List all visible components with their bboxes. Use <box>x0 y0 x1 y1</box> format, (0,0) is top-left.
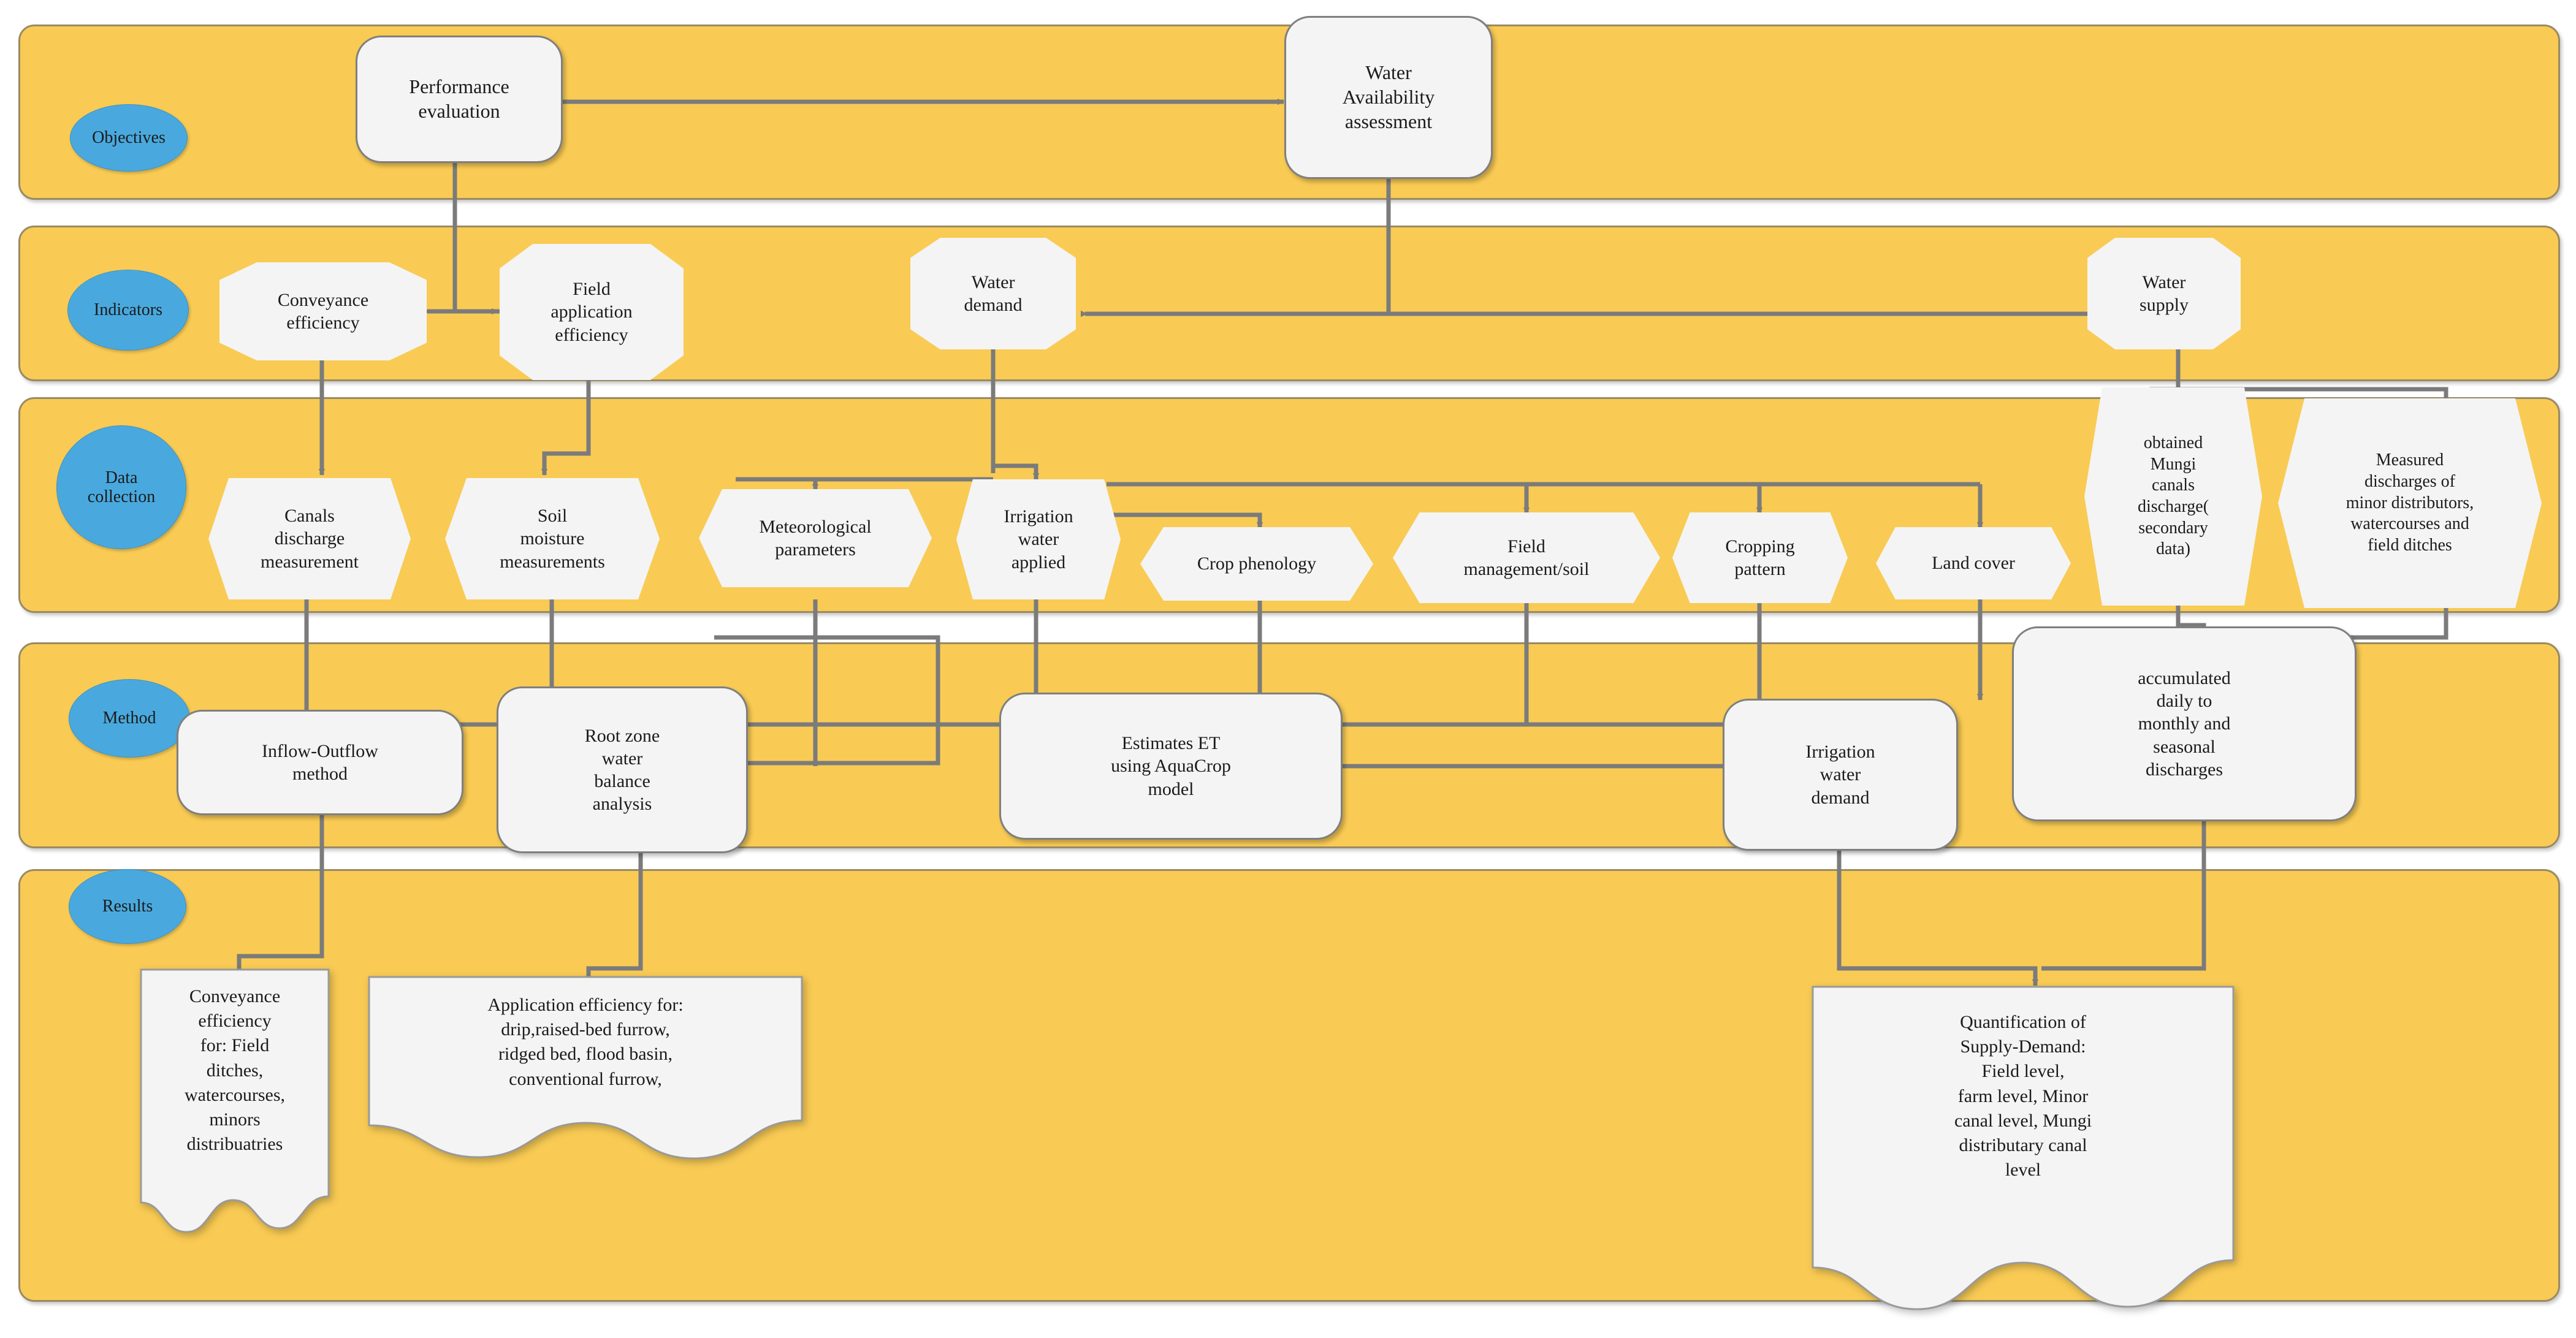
node-water-supply[interactable]: Water supply <box>2087 238 2241 349</box>
node-label: Estimates ET using AquaCrop model <box>1111 733 1231 799</box>
node-label: Application efficiency for: drip,raised-… <box>487 995 684 1089</box>
node-label: Inflow-Outflow method <box>262 740 378 784</box>
band-label-text: Indicators <box>94 300 162 320</box>
node-label: Measured discharges of minor distributor… <box>2345 450 2474 555</box>
node-label: Land cover <box>1932 553 2015 574</box>
node-label: Field application efficiency <box>551 279 633 345</box>
node-application-efficiency-for[interactable]: Application efficiency for: drip,raised-… <box>368 976 803 1160</box>
node-label: accumulated daily to monthly and seasona… <box>2138 668 2231 780</box>
node-label: Cropping pattern <box>1725 536 1795 579</box>
node-label: Performance evaluation <box>409 75 509 122</box>
node-label: Soil moisture measurements <box>500 506 605 572</box>
node-label: Water Availability assessment <box>1342 61 1435 132</box>
node-measured-discharges[interactable]: Measured discharges of minor distributor… <box>2278 398 2542 608</box>
node-label: Conveyance efficiency for: Field ditches… <box>184 986 286 1155</box>
band-label-method: Method <box>69 679 190 758</box>
node-label: Canals discharge measurement <box>261 506 359 572</box>
node-crop-phenology[interactable]: Crop phenology <box>1140 527 1373 601</box>
node-conveyance-efficiency[interactable]: Conveyance efficiency <box>219 262 427 360</box>
node-inflow-outflow-method[interactable]: Inflow-Outflow method <box>177 710 463 815</box>
doc-text-wrap: Application efficiency for: drip,raised-… <box>368 976 803 1092</box>
band-label-results: Results <box>69 869 186 944</box>
node-label: Meteorological parameters <box>759 516 872 560</box>
node-label: Irrigation water demand <box>1805 742 1875 808</box>
band-label-indicators: Indicators <box>67 270 189 351</box>
doc-text-wrap: Conveyance efficiency for: Field ditches… <box>140 968 330 1157</box>
node-label: Water supply <box>2139 272 2189 315</box>
node-canals-discharge-measurement[interactable]: Canals discharge measurement <box>208 478 411 599</box>
node-estimates-et-aquacrop[interactable]: Estimates ET using AquaCrop model <box>999 693 1343 840</box>
node-obtained-mungi-canals-discharge[interactable]: obtained Mungi canals discharge( seconda… <box>2084 387 2262 606</box>
node-label: Root zone water balance analysis <box>584 725 660 815</box>
node-irrigation-water-applied[interactable]: Irrigation water applied <box>956 479 1121 599</box>
node-cropping-pattern[interactable]: Cropping pattern <box>1672 512 1848 603</box>
node-performance-evaluation[interactable]: Performance evaluation <box>356 36 563 163</box>
node-label: Crop phenology <box>1197 553 1317 574</box>
node-quantification-supply-demand[interactable]: Quantification of Supply-Demand: Field l… <box>1812 986 2235 1317</box>
node-field-application-efficiency[interactable]: Field application efficiency <box>500 244 684 380</box>
band-label-text: Method <box>102 709 156 728</box>
node-conveyance-efficiency-for[interactable]: Conveyance efficiency for: Field ditches… <box>140 968 330 1238</box>
node-soil-moisture-measurements[interactable]: Soil moisture measurements <box>445 478 660 599</box>
node-root-zone-water-balance[interactable]: Root zone water balance analysis <box>497 686 748 853</box>
document-shape <box>140 968 330 1233</box>
band-label-text: Data collection <box>87 468 156 506</box>
node-irrigation-water-demand[interactable]: Irrigation water demand <box>1723 699 1958 851</box>
doc-text-wrap: Quantification of Supply-Demand: Field l… <box>1812 986 2235 1182</box>
band-label-text: Results <box>102 897 153 916</box>
node-label: obtained Mungi canals discharge( seconda… <box>2137 433 2209 559</box>
node-water-demand[interactable]: Water demand <box>910 238 1076 349</box>
node-label: Quantification of Supply-Demand: Field l… <box>1954 1012 2092 1180</box>
document-shape <box>1812 986 2235 1310</box>
band-label-text: Objectives <box>92 128 166 148</box>
node-label: Conveyance efficiency <box>277 289 369 333</box>
node-field-management-soil[interactable]: Field management/soil <box>1393 512 1660 603</box>
document-shape <box>368 976 803 1160</box>
node-water-availability-assessment[interactable]: Water Availability assessment <box>1284 16 1493 179</box>
band-label-objectives: Objectives <box>70 104 188 172</box>
band-label-data-collection: Data collection <box>56 425 186 549</box>
node-accumulated-discharges[interactable]: accumulated daily to monthly and seasona… <box>2012 626 2357 821</box>
node-meteorological-parameters[interactable]: Meteorological parameters <box>699 489 932 587</box>
node-land-cover[interactable]: Land cover <box>1876 527 2071 599</box>
node-label: Water demand <box>964 272 1023 315</box>
node-label: Field management/soil <box>1463 536 1590 579</box>
node-label: Irrigation water applied <box>1004 506 1073 572</box>
